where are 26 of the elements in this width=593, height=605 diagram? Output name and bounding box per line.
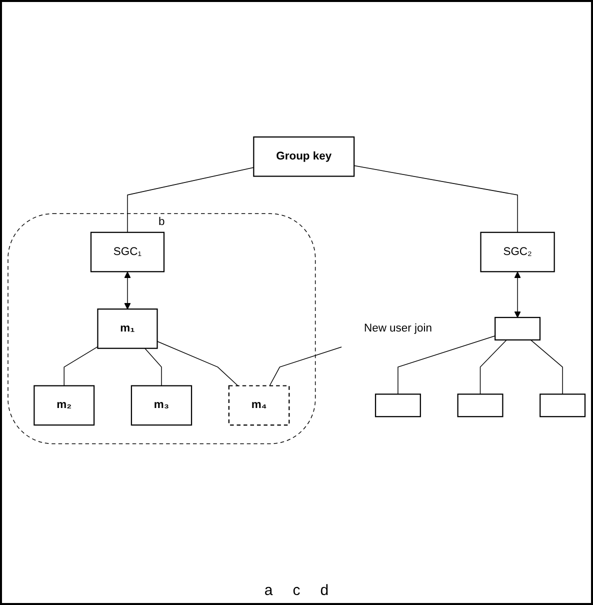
connector xyxy=(127,166,254,232)
connector xyxy=(398,335,496,394)
connector xyxy=(269,346,342,386)
node-box: Group key xyxy=(253,136,355,176)
annotation-letter: c xyxy=(292,582,300,599)
node-box: SGC₁ xyxy=(90,231,165,272)
connector xyxy=(480,339,507,394)
node-box xyxy=(374,393,421,417)
node-box: SGC₂ xyxy=(480,231,555,272)
connector xyxy=(144,348,162,386)
node-box xyxy=(494,316,541,340)
node-box: m₃ xyxy=(130,384,192,426)
node-box xyxy=(540,393,586,417)
annotation-letter: a xyxy=(264,582,273,599)
connector xyxy=(156,340,238,386)
node-box: m₁ xyxy=(97,308,158,349)
arrow xyxy=(514,271,521,318)
node-box xyxy=(457,393,504,417)
node-text: New user join xyxy=(364,321,432,334)
node-box: m₄ xyxy=(228,384,290,426)
connector xyxy=(64,346,98,386)
node-box: m₂ xyxy=(34,384,95,426)
connector xyxy=(354,164,518,232)
arrow xyxy=(124,271,131,309)
annotation-letter: d xyxy=(320,582,329,599)
connector xyxy=(530,339,563,394)
